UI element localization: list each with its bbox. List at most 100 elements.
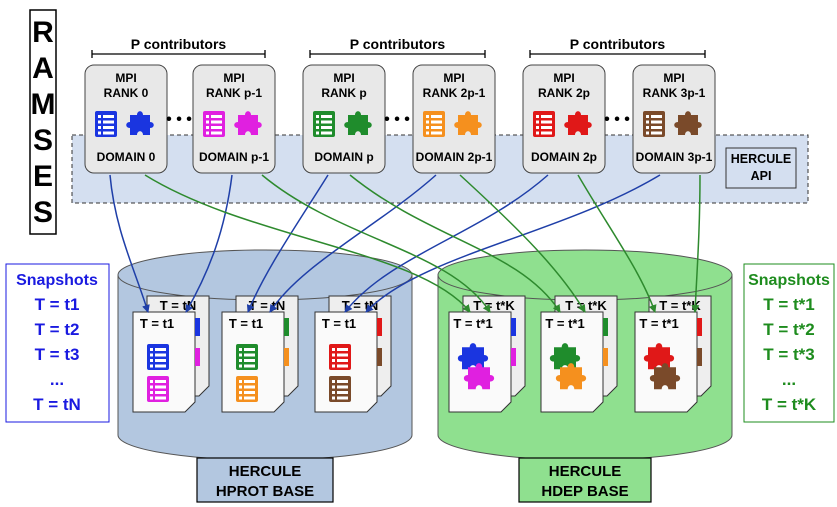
group-label: P contributors [350,36,446,52]
rank-domain-label: DOMAIN 3p-1 [636,150,713,164]
left-snapshots-title: Snapshots [16,272,98,289]
data-arrows [109,174,701,313]
rank-box-bg [192,64,276,174]
contributor-groups: P contributors P contributors P contributo… [91,36,706,58]
left-snapshot-item: ... [50,370,64,389]
group-label: P contributors [131,36,227,52]
left-snapshot-item: T = t1 [35,295,80,314]
ramses-letter: M [31,88,56,121]
rank-mpi-label: MPI [223,71,244,85]
doc-back-label: T = t*K [473,298,515,313]
right-snapshot-item: T = t*1 [763,295,815,314]
hprot-label-line1: HERCULE [229,463,302,480]
list-icon [95,111,117,137]
rank-id-label: RANK p-1 [206,86,262,100]
rank-mpi-label: MPI [553,71,574,85]
data-flow-arrow [109,174,150,313]
left-snapshot-item: T = t2 [35,320,80,339]
right-snapshots-title: Snapshots [748,272,830,289]
list-icon [147,344,169,370]
hdep-label-line1: HERCULE [549,463,622,480]
right-snapshots: Snapshots T = t*1 T = t*2 T = t*3... T = t*… [743,263,835,423]
doc-front-label: T = t*1 [639,316,678,331]
list-icon [643,111,665,137]
rank-id-label: RANK 3p-1 [643,86,706,100]
doc-strip [195,318,200,336]
rank-box-bg [632,64,716,174]
rank-mpi-label: MPI [663,71,684,85]
hdep-label-line2: HDEP BASE [541,483,628,500]
ramses-letter: R [32,16,54,49]
group-label: P contributors [570,36,666,52]
rank-id-label: RANK p [321,86,366,100]
list-icon [236,344,258,370]
hprot-document: T = tNT = t1 [221,295,299,413]
right-snapshot-item: ... [782,370,796,389]
doc-strip [377,318,382,336]
doc-strip [697,318,702,336]
ramses-letter: E [33,160,53,193]
data-flow-arrow [577,174,657,313]
doc-strip [377,348,382,366]
doc-strip [697,348,702,366]
right-snapshot-item: T = t*2 [763,320,815,339]
doc-strip [603,348,608,366]
rank-box-bg [302,64,386,174]
api-label-line2: API [751,169,772,183]
rank-mpi-label: MPI [443,71,464,85]
hprot-document: T = tNT = t1 [132,295,210,413]
hprot-document: T = tNT = t1 [314,295,392,413]
doc-front-label: T = t1 [229,316,263,331]
doc-front-label: T = t1 [322,316,356,331]
left-snapshots: Snapshots T = t1 T = t2 T = t3... T = tN [5,263,110,423]
right-snapshot-item: T = t*3 [763,345,815,364]
doc-strip [603,318,608,336]
rank-domain-label: DOMAIN p-1 [199,150,269,164]
rank-id-label: RANK 2p [538,86,590,100]
hdep-document: T = t*KT = t*1 [634,295,712,413]
api-label-line1: HERCULE [731,152,791,166]
list-icon [236,376,258,402]
ellipsis: • • • [384,111,410,128]
data-flow-arrow [269,174,437,313]
hprot-base-label: HERCULE HPROT BASE [196,457,334,503]
data-flow-arrow [144,174,471,313]
rank-domain-label: DOMAIN p [314,150,373,164]
doc-front-label: T = t1 [140,316,174,331]
doc-strip [284,348,289,366]
list-icon [203,111,225,137]
hercule-api-label-box [725,147,797,189]
data-flow-arrow [261,174,491,313]
data-flow-arrow [691,174,701,313]
doc-strip [195,348,200,366]
rank-mpi-label: MPI [115,71,136,85]
data-flow-arrow [185,174,233,313]
rank-id-label: RANK 0 [104,86,149,100]
data-flow-arrow [344,174,549,313]
ellipsis: • • • [166,111,192,128]
data-flow-arrow [365,174,661,313]
rank-box-bg [522,64,606,174]
data-flow-arrow [349,174,561,313]
right-snapshot-item: T = t*K [762,395,817,414]
list-icon [147,376,169,402]
hdep-base-label: HERCULE HDEP BASE [518,457,652,503]
left-snapshot-item: T = t3 [35,345,80,364]
data-flow-arrow [246,174,329,313]
hprot-label-line2: HPROT BASE [216,483,314,500]
rank-domain-label: DOMAIN 2p [531,150,597,164]
doc-back-label: T = t*K [565,298,607,313]
ramses-letter: S [33,196,53,229]
list-icon [423,111,445,137]
rank-domain-label: DOMAIN 2p-1 [416,150,493,164]
rank-ellipses: • • •• • •• • • [166,111,630,128]
data-flow-arrow [459,174,586,313]
left-snapshot-item: T = tN [33,395,81,414]
